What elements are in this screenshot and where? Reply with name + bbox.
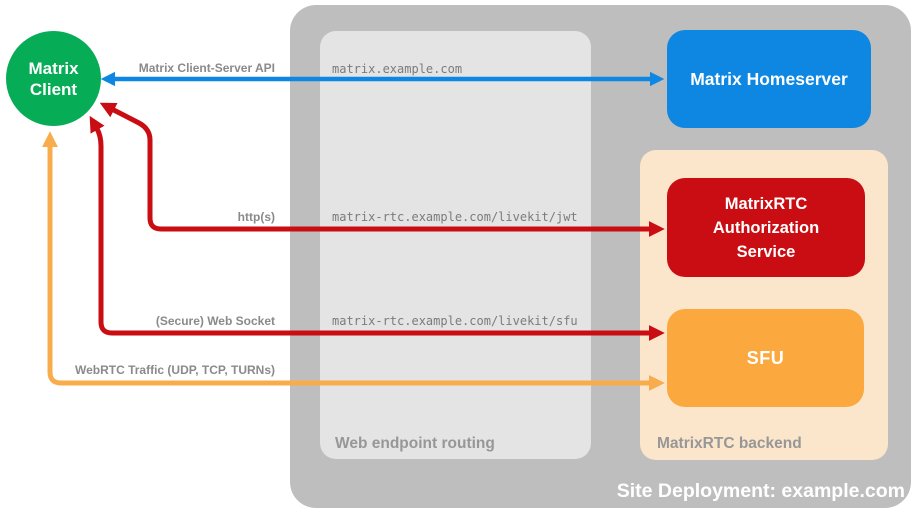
endpoint-sfu-url: matrix-rtc.example.com/livekit/sfu (332, 314, 578, 328)
sfu-label: SFU (746, 347, 785, 368)
matrix-homeserver-node: Matrix Homeserver (667, 30, 871, 128)
matrix-client-node: Matrix Client (6, 31, 101, 126)
client-server-api-arrow-label: Matrix Client-Server API (138, 61, 275, 75)
https-arrow-label: http(s) (237, 210, 275, 224)
webrtc-traffic-arrow (41, 131, 665, 392)
endpoint-jwt-url: matrix-rtc.example.com/livekit/jwt (332, 210, 578, 224)
matrix-client-label: Matrix Client (28, 58, 79, 99)
matrixrtc-backend-label: MatrixRTC backend (657, 435, 802, 452)
endpoint-homeserver-url: matrix.example.com (332, 62, 463, 76)
matrix-homeserver-label: Matrix Homeserver (690, 68, 848, 89)
sfu-node: SFU (667, 309, 864, 407)
webrtc-traffic-arrow-label: WebRTC Traffic (UDP, TCP, TURNs) (74, 363, 275, 377)
websocket-arrow-label: (Secure) Web Socket (155, 314, 275, 328)
web-endpoint-routing-label: Web endpoint routing (335, 435, 495, 452)
matrixrtc-authorization-service-node: MatrixRTC Authorization Service (667, 178, 865, 277)
matrixrtc-authorization-service-label: MatrixRTC Authorization Service (712, 194, 820, 261)
site-deployment-label: Site Deployment: example.com (616, 480, 905, 502)
